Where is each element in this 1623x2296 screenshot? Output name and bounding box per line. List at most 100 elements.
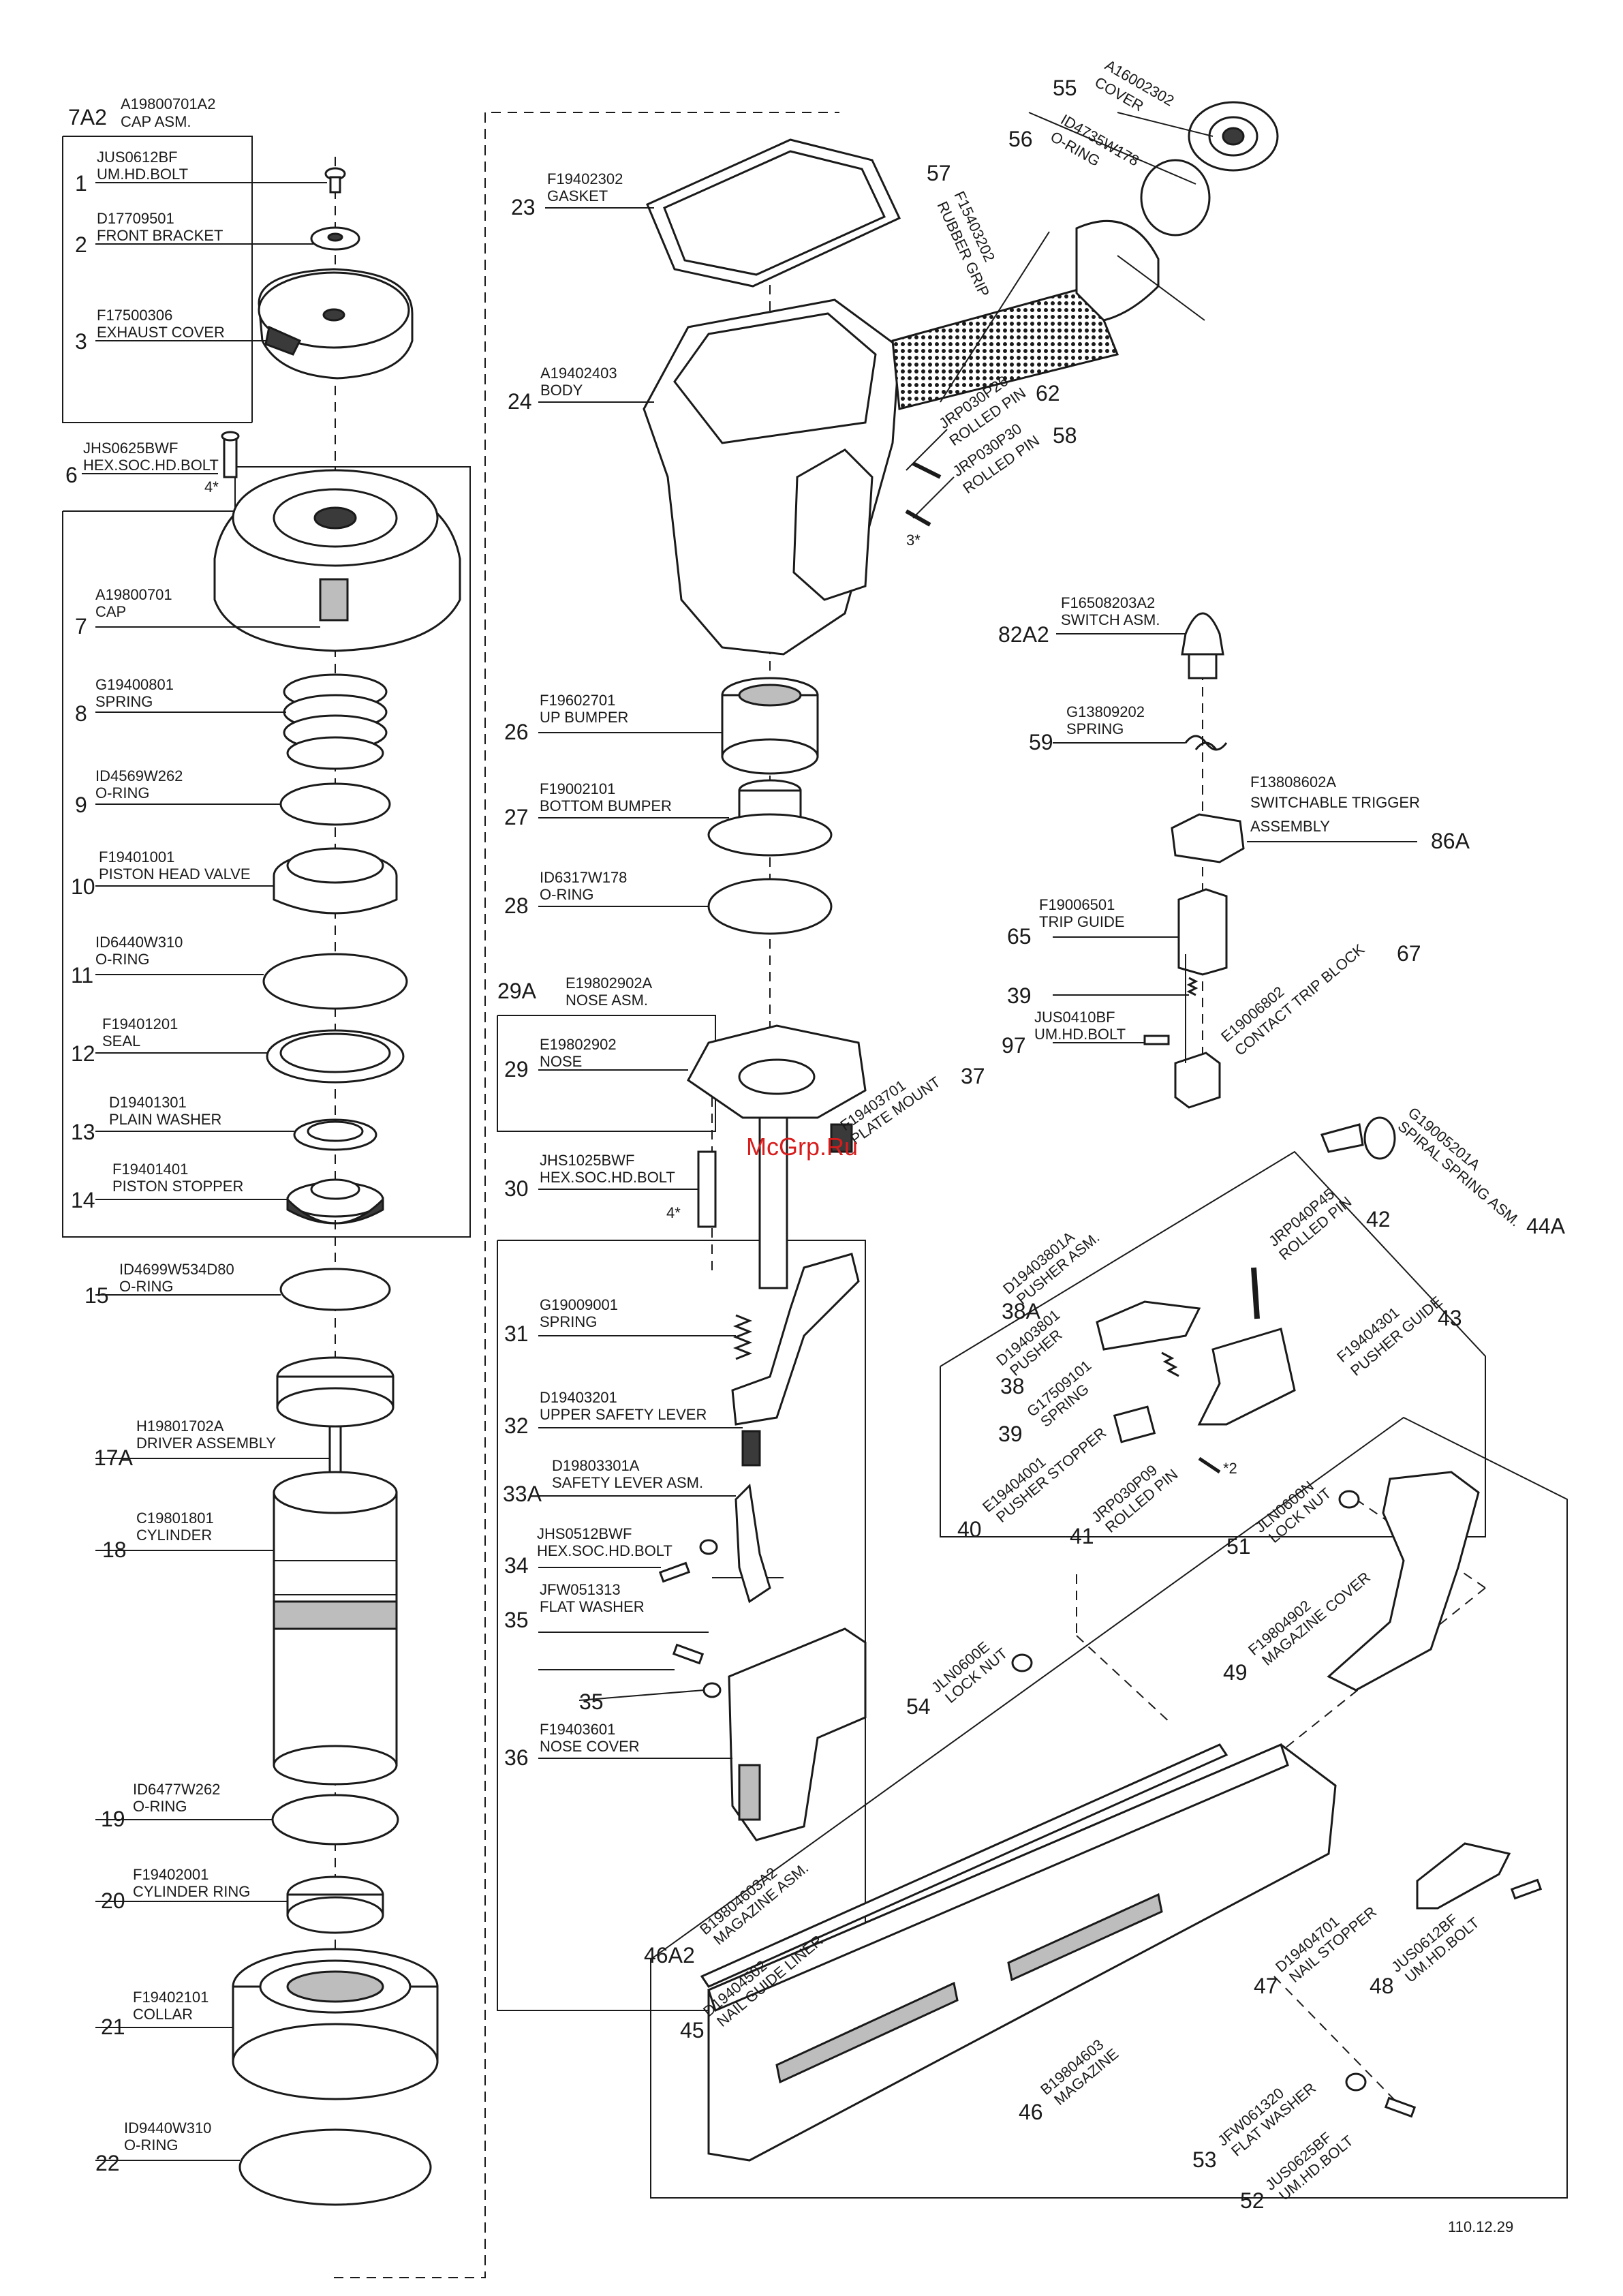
assembly-number: 38A bbox=[1002, 1299, 1041, 1323]
part-14-piston-stopper-drawing bbox=[286, 1178, 384, 1225]
part-name-line2: ASSEMBLY bbox=[1250, 818, 1330, 835]
part-code: ID6440W310 bbox=[95, 934, 183, 951]
part-82a2-switch-drawing bbox=[1181, 612, 1224, 679]
part-59-spring-drawing bbox=[1184, 735, 1228, 751]
callout-58: JRP030P30 ROLLED PIN 58 3* bbox=[906, 420, 1077, 549]
footnote-mark: 4* bbox=[666, 1204, 681, 1221]
part-6-bolt-drawing bbox=[221, 431, 240, 478]
part-code: F19401001 bbox=[99, 848, 174, 866]
part-code: F17500306 bbox=[97, 307, 172, 324]
part-code: A19800701 bbox=[95, 586, 172, 603]
part-number: 39 bbox=[998, 1422, 1023, 1446]
part-name: O-RING bbox=[95, 951, 149, 968]
part-number: 11 bbox=[71, 963, 93, 988]
part-name: CONTACT TRIP BLOCK bbox=[1231, 940, 1367, 1059]
callout-23: 23 F19402302 GASKET bbox=[511, 170, 623, 219]
part-44a-spiral-spring-drawing bbox=[1320, 1116, 1396, 1160]
part-name: NOSE COVER bbox=[540, 1738, 640, 1755]
callout-15: 15 ID4699W534D80 O-RING bbox=[84, 1261, 234, 1308]
part-name: FLAT WASHER bbox=[540, 1598, 645, 1615]
part-12-seal-drawing bbox=[266, 1029, 405, 1084]
part-name: CYLINDER bbox=[136, 1527, 212, 1544]
callout-19: 19 ID6477W262 O-RING bbox=[101, 1781, 220, 1831]
callout-18: 18 C19801801 CYLINDER bbox=[102, 1510, 214, 1562]
part-number: 22 bbox=[95, 2151, 120, 2175]
part-31-spring-drawing bbox=[732, 1314, 753, 1360]
part-name: O-RING bbox=[133, 1798, 187, 1815]
part-code: H19801702A bbox=[136, 1418, 224, 1435]
callout-3: 3 F17500306 EXHAUST COVER bbox=[75, 307, 225, 354]
part-15-o-ring-drawing bbox=[279, 1268, 391, 1311]
callout-47: 47 D19404701 NAIL STOPPER bbox=[1254, 1903, 1380, 1998]
callout-35b: 35 bbox=[579, 1689, 604, 1714]
part-number: 13 bbox=[71, 1120, 95, 1144]
callout-42: JRP040P45 ROLLED PIN 42 bbox=[1265, 1185, 1390, 1264]
part-code: F19602701 bbox=[540, 692, 615, 709]
part-1-bolt-drawing bbox=[324, 167, 346, 194]
part-number: 42 bbox=[1366, 1207, 1391, 1231]
part-number: 6 bbox=[65, 463, 78, 487]
part-38-pusher-drawing bbox=[1096, 1300, 1201, 1351]
callout-1: 1 JUS0612BF UM.HD.BOLT bbox=[75, 149, 188, 196]
part-name: SEAL bbox=[102, 1032, 140, 1050]
part-number: 56 bbox=[1008, 127, 1033, 151]
part-number: 15 bbox=[84, 1283, 109, 1308]
part-number: 23 bbox=[511, 195, 536, 219]
part-name: HEX.SOC.HD.BOLT bbox=[540, 1169, 675, 1186]
part-code: JHS0512BWF bbox=[537, 1525, 632, 1542]
part-number: 27 bbox=[504, 805, 529, 829]
callout-12: 12 F19401201 SEAL bbox=[71, 1015, 178, 1066]
part-code: ID6317W178 bbox=[540, 869, 627, 886]
part-code: JFW051313 bbox=[540, 1581, 621, 1598]
callout-51: 51 JLN0600N LOCK NUT bbox=[1226, 1478, 1334, 1559]
callout-46: 46 B19804603 MAGAZINE bbox=[1019, 2036, 1122, 2124]
part-26-up-bumper-drawing bbox=[721, 677, 819, 775]
part-name: TRIP GUIDE bbox=[1039, 913, 1125, 930]
part-58-rolled-pin-drawing bbox=[905, 509, 931, 527]
callout-14: 14 F19401401 PISTON STOPPER bbox=[71, 1161, 243, 1212]
callout-39: 39 bbox=[1007, 983, 1032, 1008]
part-37-plate-mount-drawing bbox=[830, 1123, 853, 1153]
part-code: ID4569W262 bbox=[95, 767, 183, 784]
part-name: UPPER SAFETY LEVER bbox=[540, 1406, 707, 1423]
part-number: 14 bbox=[71, 1188, 95, 1212]
part-number: 10 bbox=[71, 874, 95, 899]
part-code: JHS0625BWF bbox=[83, 440, 178, 457]
callout-41: 41 JRP030P09 ROLLED PIN *2 bbox=[1070, 1460, 1237, 1548]
part-code: A19800701A2 bbox=[121, 95, 215, 112]
part-65-trip-guide-drawing bbox=[1177, 888, 1228, 976]
part-number: 40 bbox=[957, 1517, 982, 1542]
part-name: BOTTOM BUMPER bbox=[540, 797, 672, 814]
part-43-pusher-guide-drawing bbox=[1197, 1328, 1296, 1426]
part-number: 62 bbox=[1036, 381, 1060, 405]
part-name: O-RING bbox=[124, 2137, 178, 2154]
footnote-mark: *2 bbox=[1223, 1460, 1237, 1477]
assembly-number: 86A bbox=[1431, 829, 1470, 853]
part-name: O-RING bbox=[119, 1278, 173, 1295]
part-18-cylinder-drawing bbox=[273, 1471, 398, 1786]
part-19-o-ring-drawing bbox=[271, 1794, 399, 1846]
part-7-cap-drawing bbox=[213, 469, 461, 652]
callout-56: 56 ID4735W178 O-RING bbox=[1008, 111, 1142, 170]
part-name: SPRING bbox=[95, 693, 153, 710]
part-29-nose-drawing bbox=[687, 1024, 867, 1289]
part-name: SPRING bbox=[540, 1313, 597, 1330]
part-number: 97 bbox=[1002, 1033, 1026, 1058]
part-number: 52 bbox=[1240, 2188, 1265, 2213]
part-number: 26 bbox=[504, 720, 529, 744]
part-code: F19006501 bbox=[1039, 896, 1115, 913]
part-number: 49 bbox=[1223, 1660, 1248, 1685]
part-code: A19402403 bbox=[540, 365, 617, 382]
part-42-rolled-pin-drawing bbox=[1251, 1267, 1260, 1319]
part-name: NOSE bbox=[540, 1053, 582, 1070]
part-code: G13809202 bbox=[1066, 703, 1145, 720]
part-code: C19801801 bbox=[136, 1510, 214, 1527]
part-name: SWITCHABLE TRIGGER bbox=[1250, 794, 1420, 811]
assembly-number: 17A bbox=[94, 1445, 134, 1470]
callout-22: 22 ID9440W310 O-RING bbox=[95, 2119, 211, 2175]
part-number: 51 bbox=[1226, 1534, 1251, 1559]
part-number: 28 bbox=[504, 893, 529, 918]
part-number: 24 bbox=[508, 389, 532, 414]
part-code: E19802902A bbox=[566, 975, 653, 992]
part-9-o-ring-drawing bbox=[279, 782, 391, 826]
